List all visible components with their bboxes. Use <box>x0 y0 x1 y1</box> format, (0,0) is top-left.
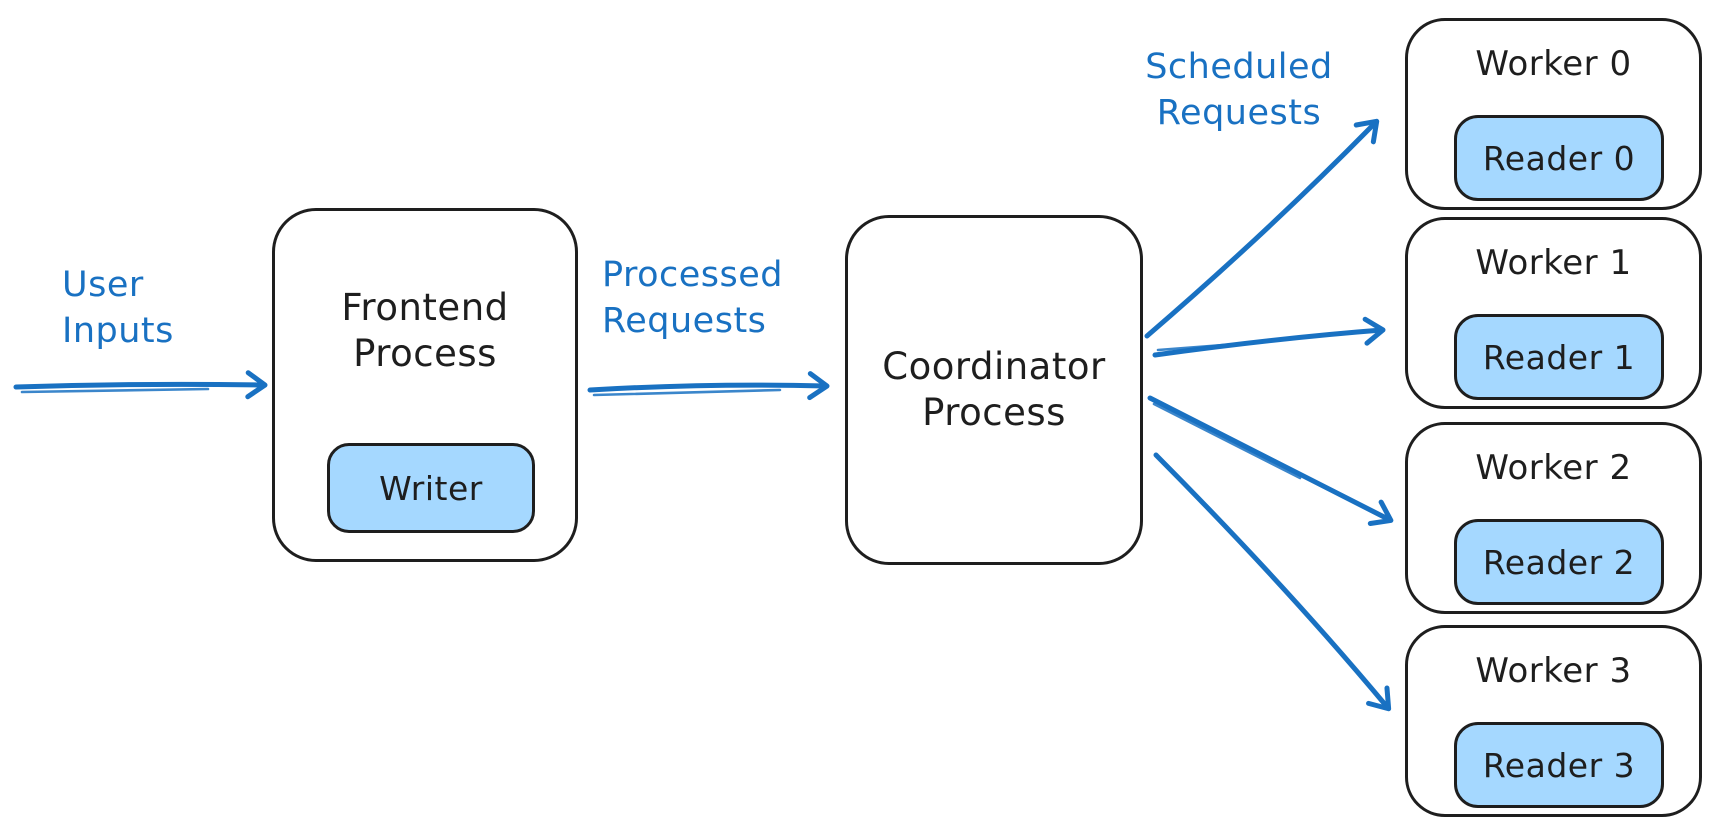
arrow-coordinator-to-worker-2 <box>1147 395 1394 527</box>
node-reader-0: Reader 0 <box>1454 115 1664 201</box>
reader-0-label: Reader 0 <box>1482 138 1636 178</box>
writer-label: Writer <box>379 468 483 508</box>
node-frontend-process: Frontend Process Writer <box>272 208 578 562</box>
node-worker-0: Worker 0 Reader 0 <box>1405 18 1702 210</box>
worker-1-title: Worker 1 <box>1475 243 1632 283</box>
worker-0-title: Worker 0 <box>1475 44 1632 84</box>
node-worker-1: Worker 1 Reader 1 <box>1405 217 1702 409</box>
reader-3-label: Reader 3 <box>1482 745 1636 785</box>
arrow-frontend-to-coordinator-sketch <box>592 388 782 397</box>
node-reader-1: Reader 1 <box>1454 314 1664 400</box>
node-coordinator-process: Coordinator Process <box>845 215 1143 565</box>
arrow-coordinator-to-worker-1-sketch <box>1156 340 1264 352</box>
node-reader-2: Reader 2 <box>1454 519 1664 605</box>
node-worker-3: Worker 3 Reader 3 <box>1405 625 1702 817</box>
frontend-process-title: Frontend Process <box>341 286 509 376</box>
worker-3-title: Worker 3 <box>1475 651 1632 691</box>
reader-1-label: Reader 1 <box>1482 337 1636 377</box>
arrow-user-to-frontend <box>13 370 268 400</box>
arrow-coordinator-to-worker-0 <box>1144 118 1380 339</box>
arrow-frontend-to-coordinator <box>587 371 830 401</box>
label-processed-requests: Processed Requests <box>602 255 784 342</box>
node-writer: Writer <box>327 443 535 533</box>
arrow-coordinator-to-worker-2-sketch <box>1152 402 1302 480</box>
arrow-user-to-frontend-sketch <box>20 387 210 394</box>
reader-2-label: Reader 2 <box>1482 542 1636 582</box>
label-scheduled-requests: Scheduled Requests <box>1145 47 1333 134</box>
arrow-coordinator-to-worker-1 <box>1152 316 1386 358</box>
label-user-inputs: User Inputs <box>62 265 174 352</box>
node-worker-2: Worker 2 Reader 2 <box>1405 422 1702 614</box>
worker-2-title: Worker 2 <box>1475 448 1632 488</box>
node-reader-3: Reader 3 <box>1454 722 1664 808</box>
arrow-coordinator-to-worker-3 <box>1153 452 1392 712</box>
coordinator-process-title: Coordinator Process <box>882 344 1106 434</box>
